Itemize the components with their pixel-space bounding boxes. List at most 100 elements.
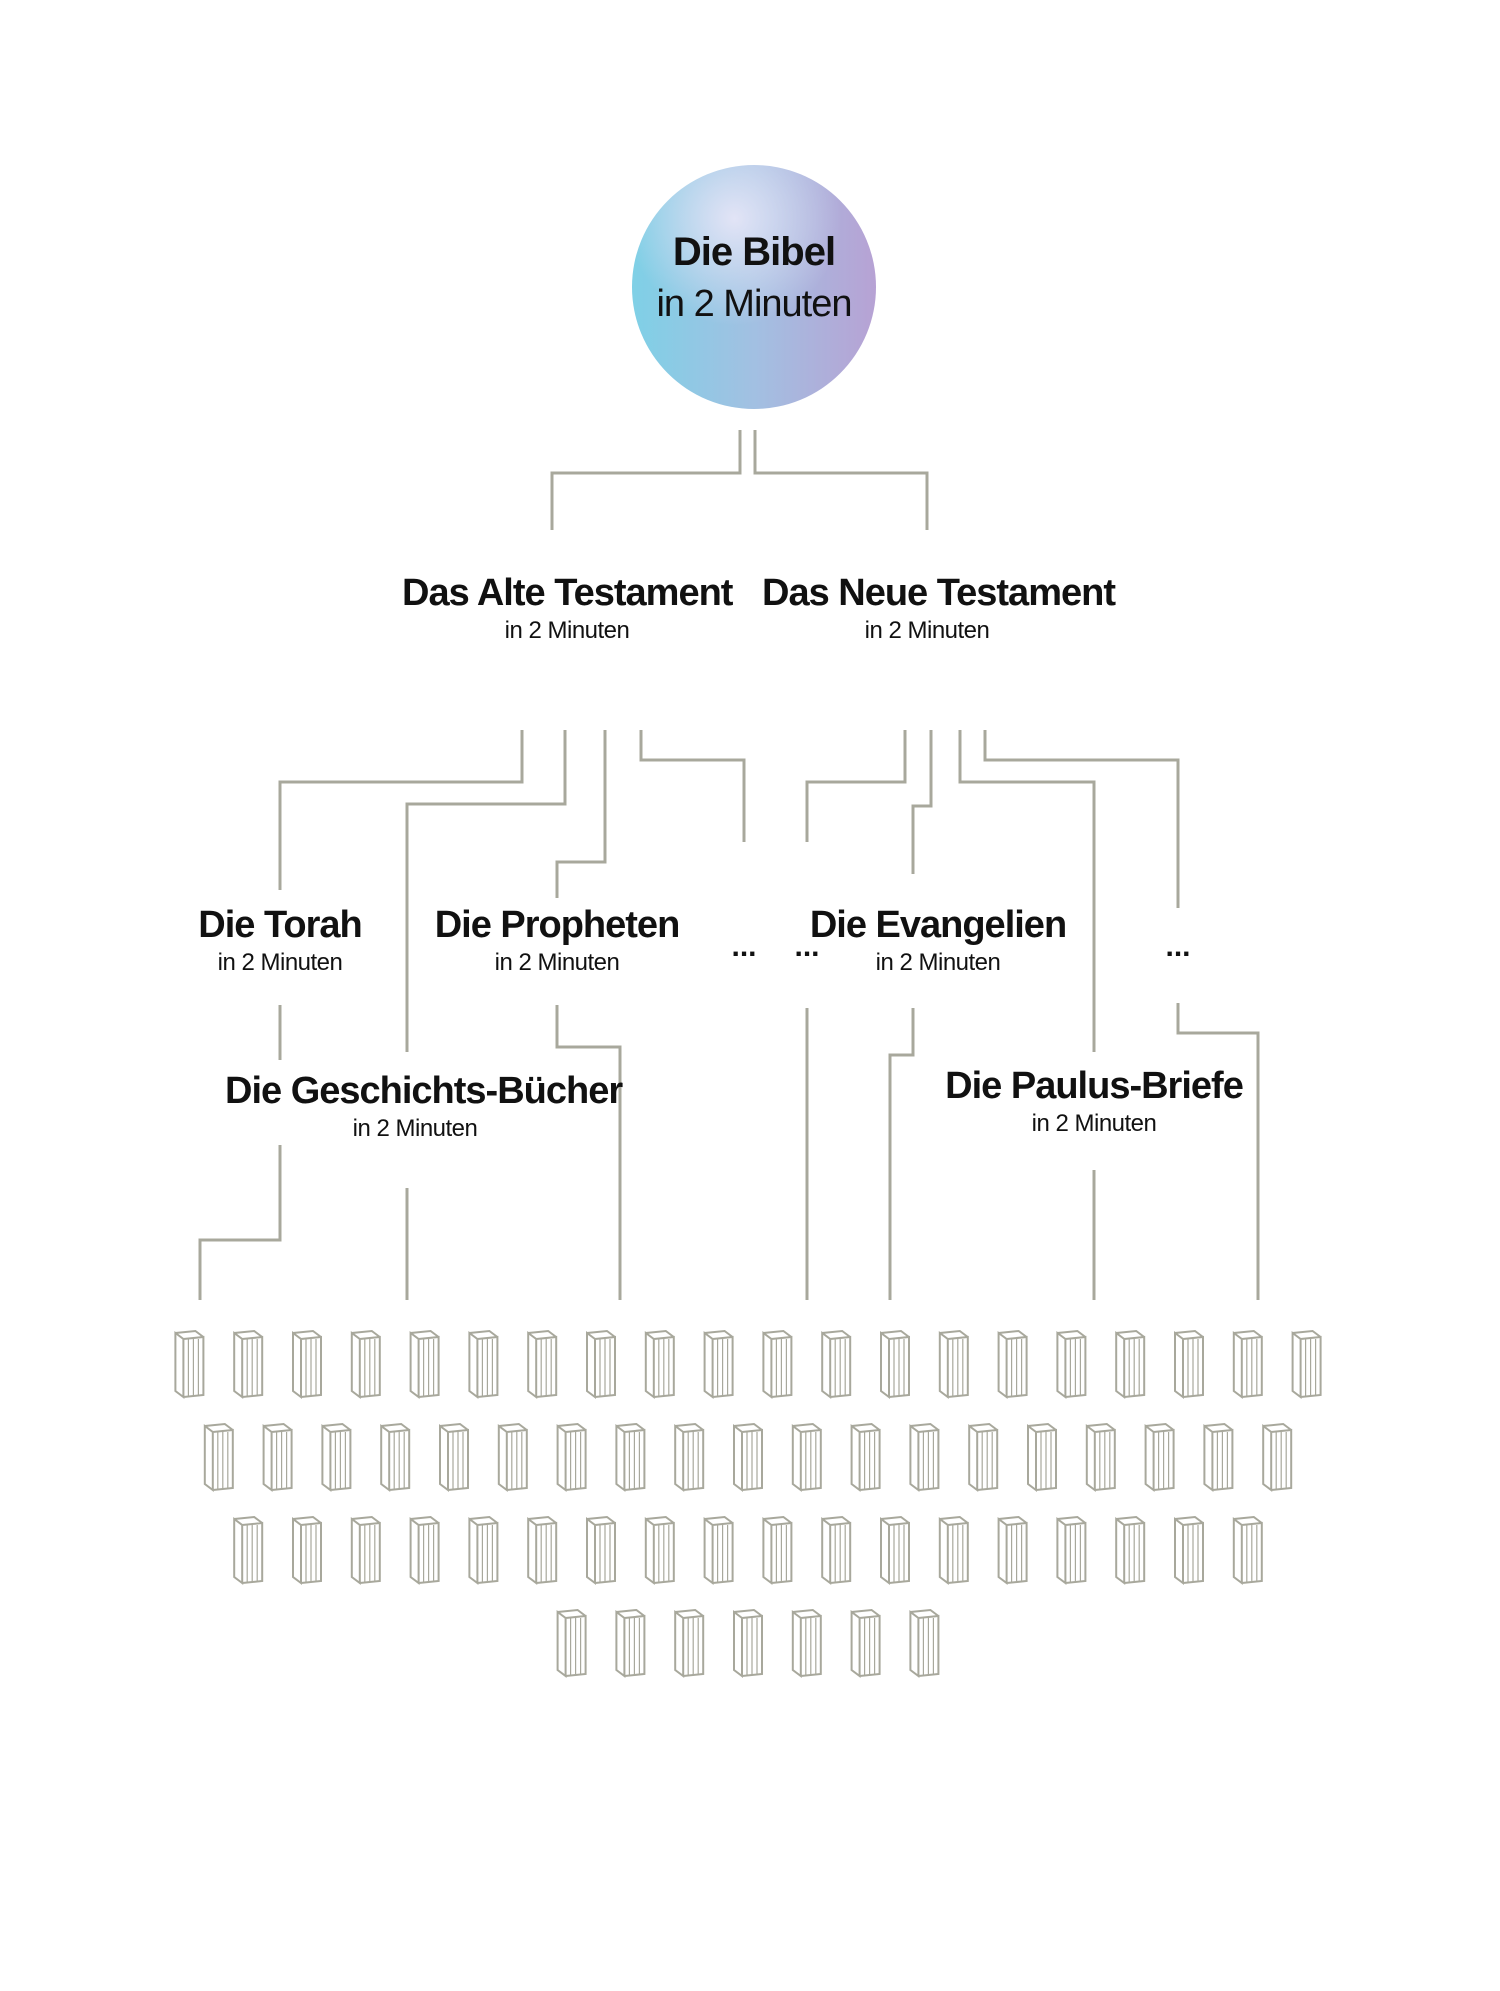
node-propheten: Die Propheten in 2 Minuten: [427, 902, 687, 978]
book-icon: [1174, 1329, 1204, 1399]
book-icon: [850, 1608, 881, 1678]
connector-nt-evangelien: [911, 730, 933, 874]
geschichts-buecher-title: Die Geschichts-Bücher: [225, 1070, 623, 1112]
book-icon: [409, 1515, 440, 1585]
book-icon: [380, 1422, 411, 1492]
torah-subtitle: in 2 Minuten: [217, 949, 343, 976]
connector-evangelien-books: [888, 1008, 915, 1300]
paulus-briefe-subtitle: in 2 Minuten: [1031, 1110, 1157, 1137]
book-icon: [350, 1329, 381, 1399]
new-testament-title: Das Neue Testament: [762, 572, 1116, 614]
root-subtitle: in 2 Minuten: [656, 283, 852, 325]
book-icon: [644, 1329, 675, 1399]
book-icon: [880, 1329, 910, 1399]
paulus-briefe-title: Die Paulus-Briefe: [945, 1065, 1244, 1107]
book-icon: [586, 1515, 616, 1585]
book-icon: [292, 1515, 322, 1585]
book-icon: [586, 1329, 616, 1399]
book-icon: [762, 1329, 793, 1399]
book-icon: [1174, 1515, 1204, 1585]
book-icon: [791, 1608, 822, 1678]
ellipsis-new-testament-left: ...: [794, 930, 820, 963]
book-icon: [644, 1515, 675, 1585]
connector-ot-more: [639, 730, 746, 842]
book-icon: [203, 1422, 234, 1492]
book-icon: [1144, 1422, 1175, 1492]
book-icon: [615, 1608, 646, 1678]
book-icon: [468, 1329, 499, 1399]
book-icon: [409, 1329, 440, 1399]
book-icon: [1085, 1422, 1116, 1492]
connector-nt-more-left: [805, 730, 907, 842]
book-icon: [880, 1515, 910, 1585]
book-icon: [233, 1329, 264, 1399]
book-icon: [527, 1515, 558, 1585]
book-icon: [674, 1608, 705, 1678]
connector-torah-books-2: [198, 1145, 282, 1300]
node-geschichts-buecher: Die Geschichts-Bücher in 2 Minuten: [225, 1068, 623, 1144]
book-icon: [997, 1329, 1028, 1399]
node-torah: Die Torah in 2 Minuten: [150, 902, 410, 978]
root-node: Die Bibel in 2 Minuten: [632, 226, 876, 330]
book-icon: [1115, 1515, 1146, 1585]
book-icon: [703, 1515, 734, 1585]
book-icon: [556, 1422, 587, 1492]
connector-root-ot: [550, 430, 742, 530]
book-icon: [1056, 1329, 1087, 1399]
ellipsis-new-testament-right: ...: [1165, 930, 1191, 963]
book-icon: [350, 1515, 381, 1585]
connector-ot-torah: [278, 730, 524, 890]
connector-propheten-books: [555, 1005, 622, 1300]
book-icon: [821, 1515, 852, 1585]
book-icon: [468, 1515, 499, 1585]
book-icon: [615, 1422, 646, 1492]
book-icon: [497, 1422, 528, 1492]
connector-nt-more-right-books: [1176, 1003, 1260, 1300]
book-icon: [762, 1515, 793, 1585]
book-icon: [997, 1515, 1028, 1585]
connector-nt-paulus: [958, 730, 1096, 1052]
book-icon: [292, 1329, 322, 1399]
book-icon: [321, 1422, 352, 1492]
book-icon: [174, 1329, 205, 1399]
book-icon: [1203, 1422, 1234, 1492]
book-icon: [674, 1422, 705, 1492]
new-testament-subtitle: in 2 Minuten: [864, 617, 990, 644]
root-circle: [632, 165, 876, 409]
node-evangelien: Die Evangelien in 2 Minuten: [808, 902, 1068, 978]
book-icon: [1115, 1329, 1146, 1399]
old-testament-subtitle: in 2 Minuten: [504, 617, 630, 644]
book-icon: [968, 1422, 999, 1492]
old-testament-title: Das Alte Testament: [402, 572, 733, 614]
book-icon: [1232, 1329, 1263, 1399]
book-icon: [556, 1608, 587, 1678]
propheten-subtitle: in 2 Minuten: [494, 949, 620, 976]
book-icon: [821, 1329, 852, 1399]
book-icon: [938, 1329, 969, 1399]
book-icon: [791, 1422, 822, 1492]
torah-title: Die Torah: [198, 904, 362, 946]
node-old-testament: Das Alte Testament in 2 Minuten: [402, 570, 733, 646]
book-icon: [733, 1422, 763, 1492]
book-icon: [909, 1422, 940, 1492]
book-icon: [1232, 1515, 1263, 1585]
book-icon: [233, 1515, 264, 1585]
propheten-title: Die Propheten: [434, 904, 681, 946]
book-icon: [1291, 1329, 1322, 1399]
book-icon: [1262, 1422, 1293, 1492]
book-icon: [439, 1422, 469, 1492]
book-icon: [1056, 1515, 1087, 1585]
connector-root-nt: [753, 430, 929, 530]
node-paulus-briefe: Die Paulus-Briefe in 2 Minuten: [934, 1063, 1254, 1139]
book-icon: [703, 1329, 734, 1399]
evangelien-subtitle: in 2 Minuten: [875, 949, 1001, 976]
connector-nt-more-right: [983, 730, 1180, 908]
book-icon: [527, 1329, 558, 1399]
book-icon: [262, 1422, 293, 1492]
root-title: Die Bibel: [672, 230, 836, 274]
ellipsis-old-testament: ...: [731, 930, 757, 963]
connector-ot-propheten: [555, 730, 607, 898]
